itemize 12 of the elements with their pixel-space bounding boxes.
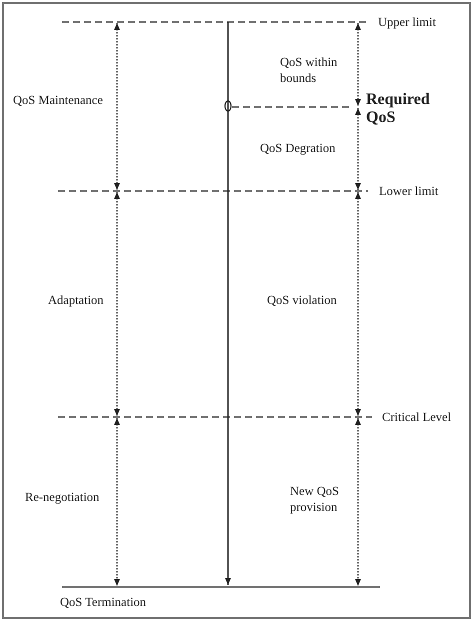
state-label: QoS within bounds	[280, 54, 338, 86]
level-label: Critical Level	[382, 409, 452, 425]
phase-label: QoS Maintenance	[13, 92, 103, 108]
state-label: QoS Degration	[260, 140, 336, 156]
state-label: New QoS provision	[290, 483, 340, 515]
phase-label: Re-negotiation	[25, 489, 100, 505]
level-label: QoS Termination	[60, 594, 146, 610]
state-label: QoS violation	[267, 292, 337, 308]
level-label: Required QoS	[366, 91, 431, 127]
level-label: Lower limit	[379, 183, 438, 199]
phase-label: Adaptation	[48, 292, 104, 308]
level-label: Upper limit	[378, 14, 436, 30]
